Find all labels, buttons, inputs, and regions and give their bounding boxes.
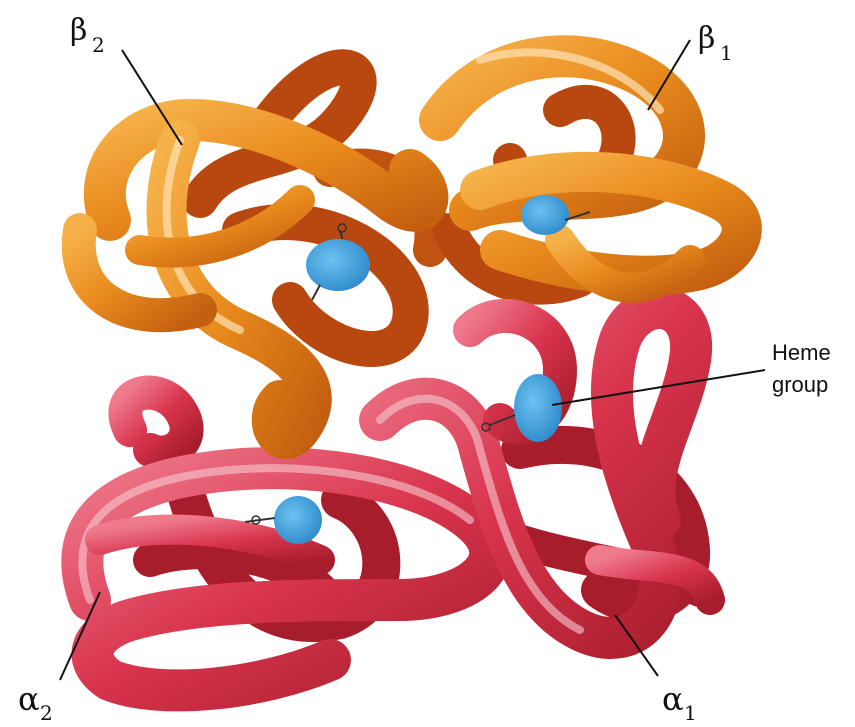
beta2-greek: β [70, 13, 87, 48]
alpha2-subscript: 2 [40, 701, 53, 725]
alpha2-greek: α [18, 680, 40, 718]
alpha1-greek: α [662, 680, 684, 718]
beta2-subscript: 2 [92, 33, 105, 57]
beta1-subscript: 1 [720, 41, 733, 65]
beta1-greek: β [698, 21, 715, 56]
heme-label-line2: group [772, 372, 828, 397]
alpha1-subscript: 1 [684, 701, 697, 725]
heme-label-line1: Heme [772, 340, 831, 365]
